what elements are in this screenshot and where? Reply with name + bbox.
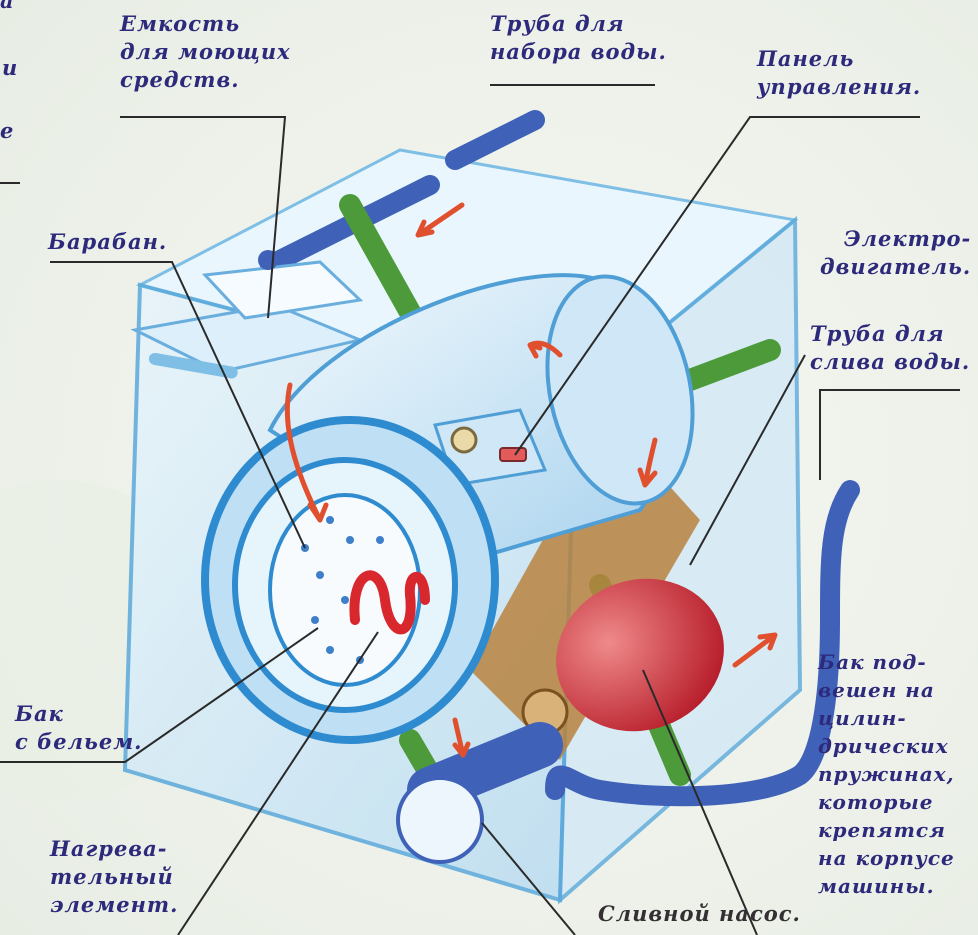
label-fill-pipe: Труба для набора воды. xyxy=(490,10,667,66)
label-heater: Нагрева- тельный элемент. xyxy=(50,835,178,919)
label-drain-pump: Сливной насос. xyxy=(598,900,801,928)
label-springs: Бак под- вешен на цилин- дрических пружи… xyxy=(818,648,955,900)
edge-fragment-3: е xyxy=(0,118,13,143)
edge-fragment-1: а xyxy=(0,0,14,13)
door xyxy=(205,420,495,740)
control-indicator xyxy=(500,448,526,461)
label-drain-pipe: Труба для слива воды. xyxy=(810,320,970,376)
label-tank-with-laundry: Бак с бельем. xyxy=(15,700,142,756)
label-detergent-container: Емкость для моющих средств. xyxy=(120,10,291,94)
edge-fragment-2: и xyxy=(2,55,17,80)
control-dial xyxy=(452,428,476,452)
label-drum: Барабан. xyxy=(48,228,167,256)
label-control-panel: Панель управления. xyxy=(757,45,921,101)
label-motor: Электро- двигатель. xyxy=(820,225,971,281)
drain-pump xyxy=(398,778,482,862)
